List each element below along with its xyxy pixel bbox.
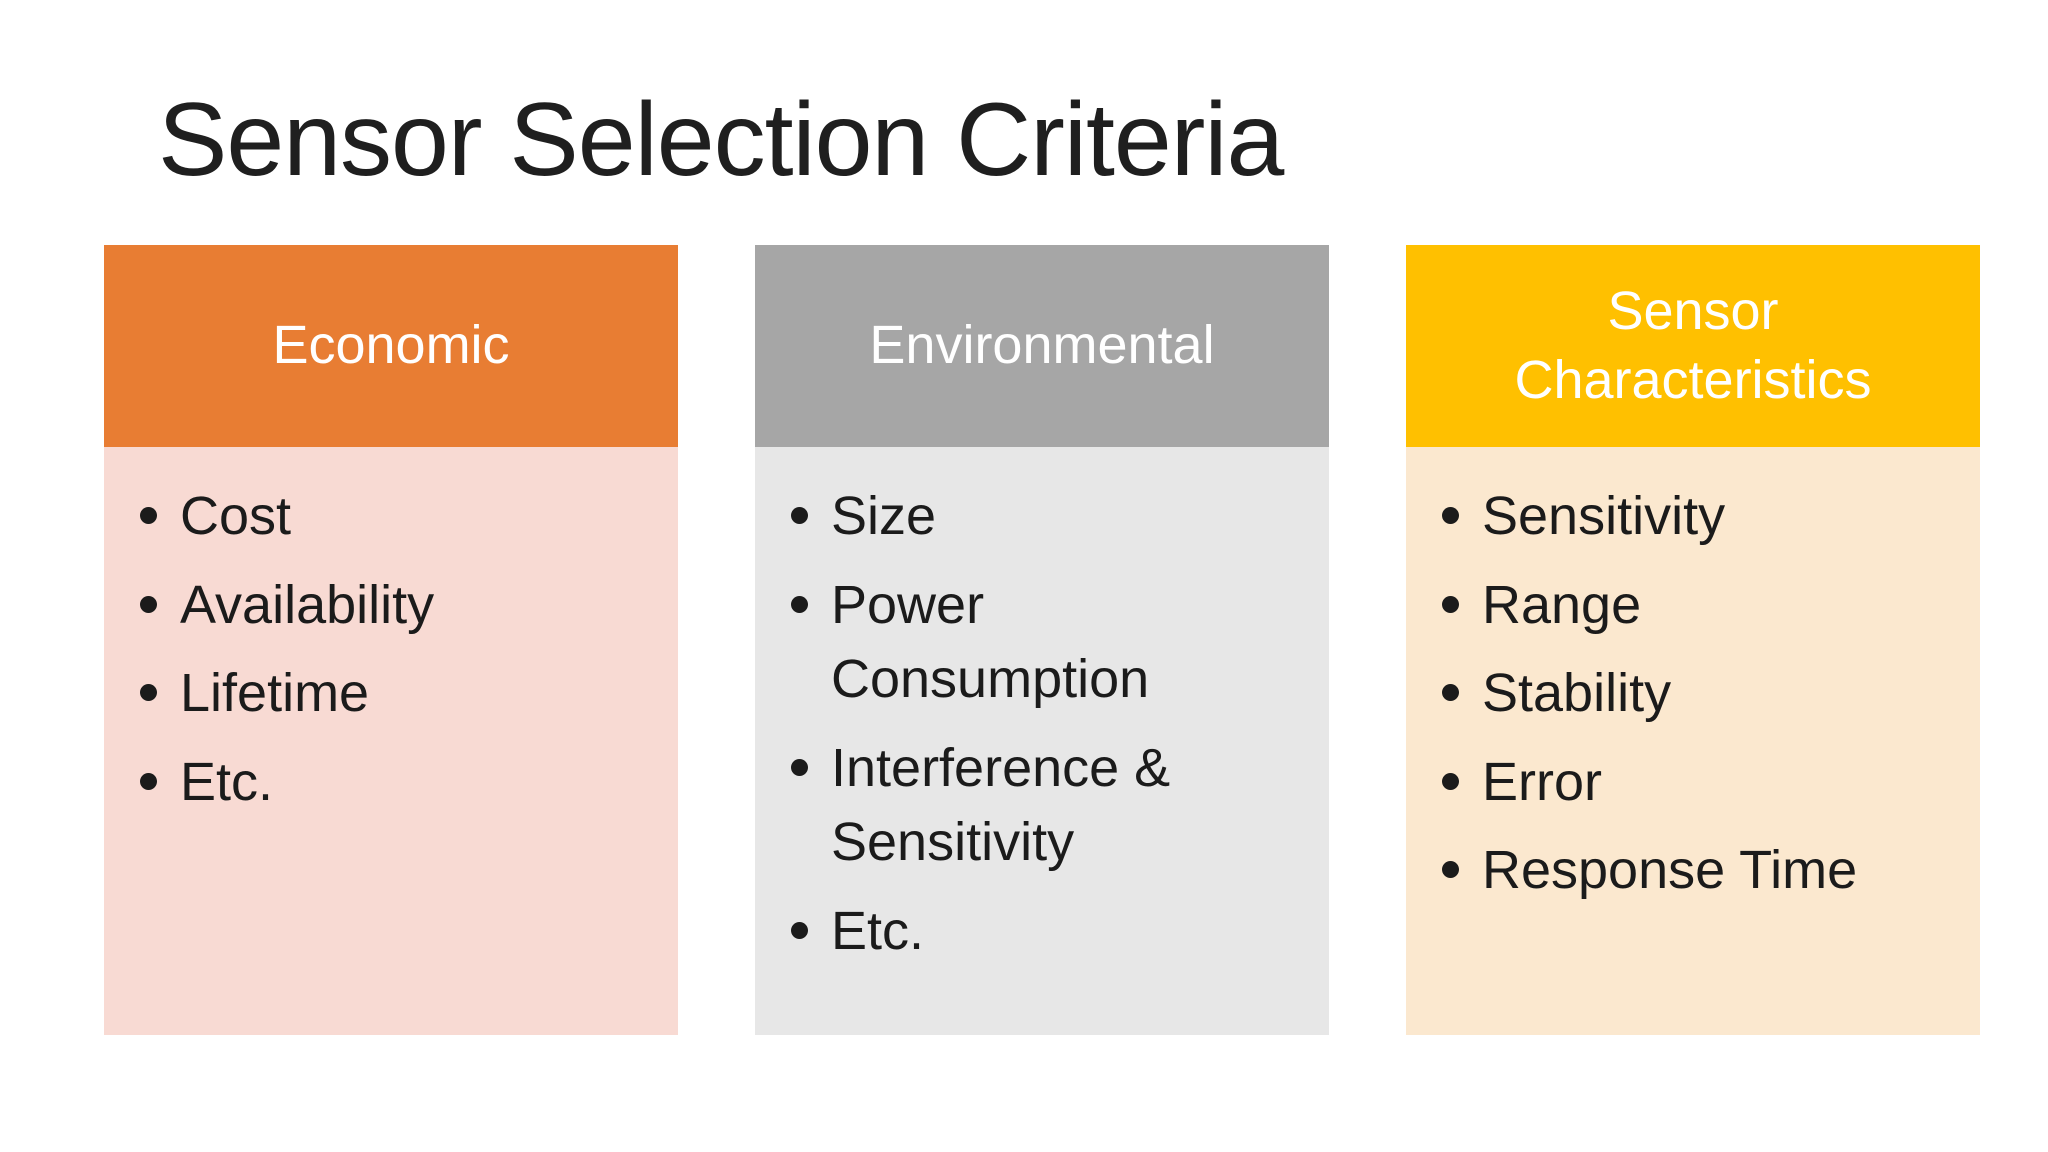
list-item: Size bbox=[789, 479, 1303, 554]
list-item: Cost bbox=[138, 479, 652, 554]
criteria-columns: Economic Cost Availability Lifetime Etc.… bbox=[104, 245, 1980, 1035]
slide-title: Sensor Selection Criteria bbox=[158, 82, 1284, 198]
list-item: Error bbox=[1440, 745, 1954, 820]
column-environmental: Environmental Size Power Consumption Int… bbox=[755, 245, 1329, 1035]
column-environmental-list: Size Power Consumption Interference & Se… bbox=[789, 479, 1303, 968]
column-economic-body: Cost Availability Lifetime Etc. bbox=[104, 447, 678, 1035]
column-environmental-body: Size Power Consumption Interference & Se… bbox=[755, 447, 1329, 1035]
list-item: Range bbox=[1440, 568, 1954, 643]
list-item: Etc. bbox=[138, 745, 652, 820]
list-item: Sensitivity bbox=[1440, 479, 1954, 554]
column-economic-list: Cost Availability Lifetime Etc. bbox=[138, 479, 652, 819]
list-item: Interference & Sensitivity bbox=[789, 731, 1303, 880]
column-sensor-characteristics-list: Sensitivity Range Stability Error Respon… bbox=[1440, 479, 1954, 908]
list-item: Availability bbox=[138, 568, 652, 643]
column-environmental-header: Environmental bbox=[755, 245, 1329, 447]
list-item: Stability bbox=[1440, 656, 1954, 731]
list-item: Power Consumption bbox=[789, 568, 1303, 717]
list-item: Etc. bbox=[789, 894, 1303, 969]
list-item: Lifetime bbox=[138, 656, 652, 731]
column-sensor-characteristics-body: Sensitivity Range Stability Error Respon… bbox=[1406, 447, 1980, 1035]
list-item: Response Time bbox=[1440, 833, 1954, 908]
column-economic-header: Economic bbox=[104, 245, 678, 447]
column-sensor-characteristics-header: Sensor Characteristics bbox=[1406, 245, 1980, 447]
column-economic: Economic Cost Availability Lifetime Etc. bbox=[104, 245, 678, 1035]
column-sensor-characteristics: Sensor Characteristics Sensitivity Range… bbox=[1406, 245, 1980, 1035]
